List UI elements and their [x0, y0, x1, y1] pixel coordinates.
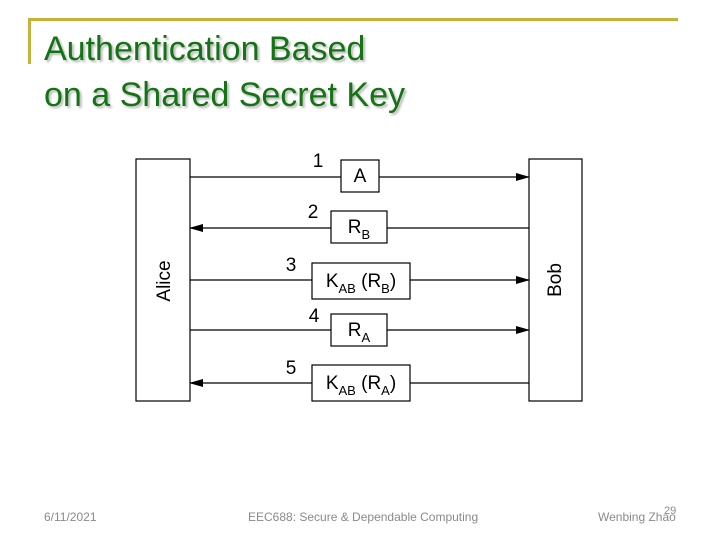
alice-label: Alice: [154, 260, 175, 301]
slide-title-line-2: on a Shared Secret Key: [44, 76, 406, 114]
message-1-main-text: A: [354, 166, 367, 187]
frame-top-rule: [28, 18, 678, 21]
bob-label: Bob: [545, 263, 566, 297]
message-2-main-text: R: [348, 217, 362, 238]
message-2-step-number: 2: [308, 202, 319, 223]
message-5-suffix-subscript: A: [381, 383, 390, 398]
message-4-main-text: R: [348, 320, 362, 341]
message-5-box: [311, 364, 411, 402]
message-4-box: [330, 313, 388, 347]
message-3-subscript: AB: [339, 281, 356, 296]
message-3-main-text: K: [326, 271, 339, 292]
message-2-box: [330, 210, 388, 244]
message-2-subscript: B: [362, 227, 371, 242]
bob-box: [528, 158, 583, 402]
message-5-suffix-text: (R: [356, 373, 381, 394]
message-1-box: [340, 159, 380, 193]
message-3-step-number: 3: [286, 255, 297, 276]
message-3-label: KAB (RB): [326, 271, 396, 296]
frame-left-rule: [28, 18, 31, 64]
message-3-suffix-subscript: B: [381, 281, 390, 296]
message-5-step-number: 5: [286, 358, 297, 379]
message-4-step-number: 4: [309, 306, 320, 327]
message-3-suffix-text: (R: [356, 271, 381, 292]
footer-course: EEC688: Secure & Dependable Computing: [248, 510, 479, 524]
message-4-label: RA: [348, 320, 371, 345]
footer-author: Wenbing Zhao: [598, 510, 676, 524]
slide-title: Authentication Based on a Shared Secret …: [44, 26, 405, 118]
message-5-main-text: K: [326, 373, 339, 394]
message-4-subscript: A: [362, 330, 371, 345]
message-3-box: [311, 262, 411, 300]
message-1-label: A: [354, 166, 367, 187]
message-5-subscript: AB: [339, 383, 356, 398]
message-1-step-number: 1: [313, 151, 324, 172]
message-3-suffix-close: ): [390, 271, 396, 292]
message-2-label: RB: [348, 217, 370, 242]
footer-date: 6/11/2021: [44, 510, 97, 524]
footer-page-number: 29: [664, 505, 677, 517]
slide-title-line-1: Authentication Based: [44, 30, 366, 68]
message-5-label: KAB (RA): [326, 373, 396, 398]
message-5-suffix-close: ): [390, 373, 396, 394]
